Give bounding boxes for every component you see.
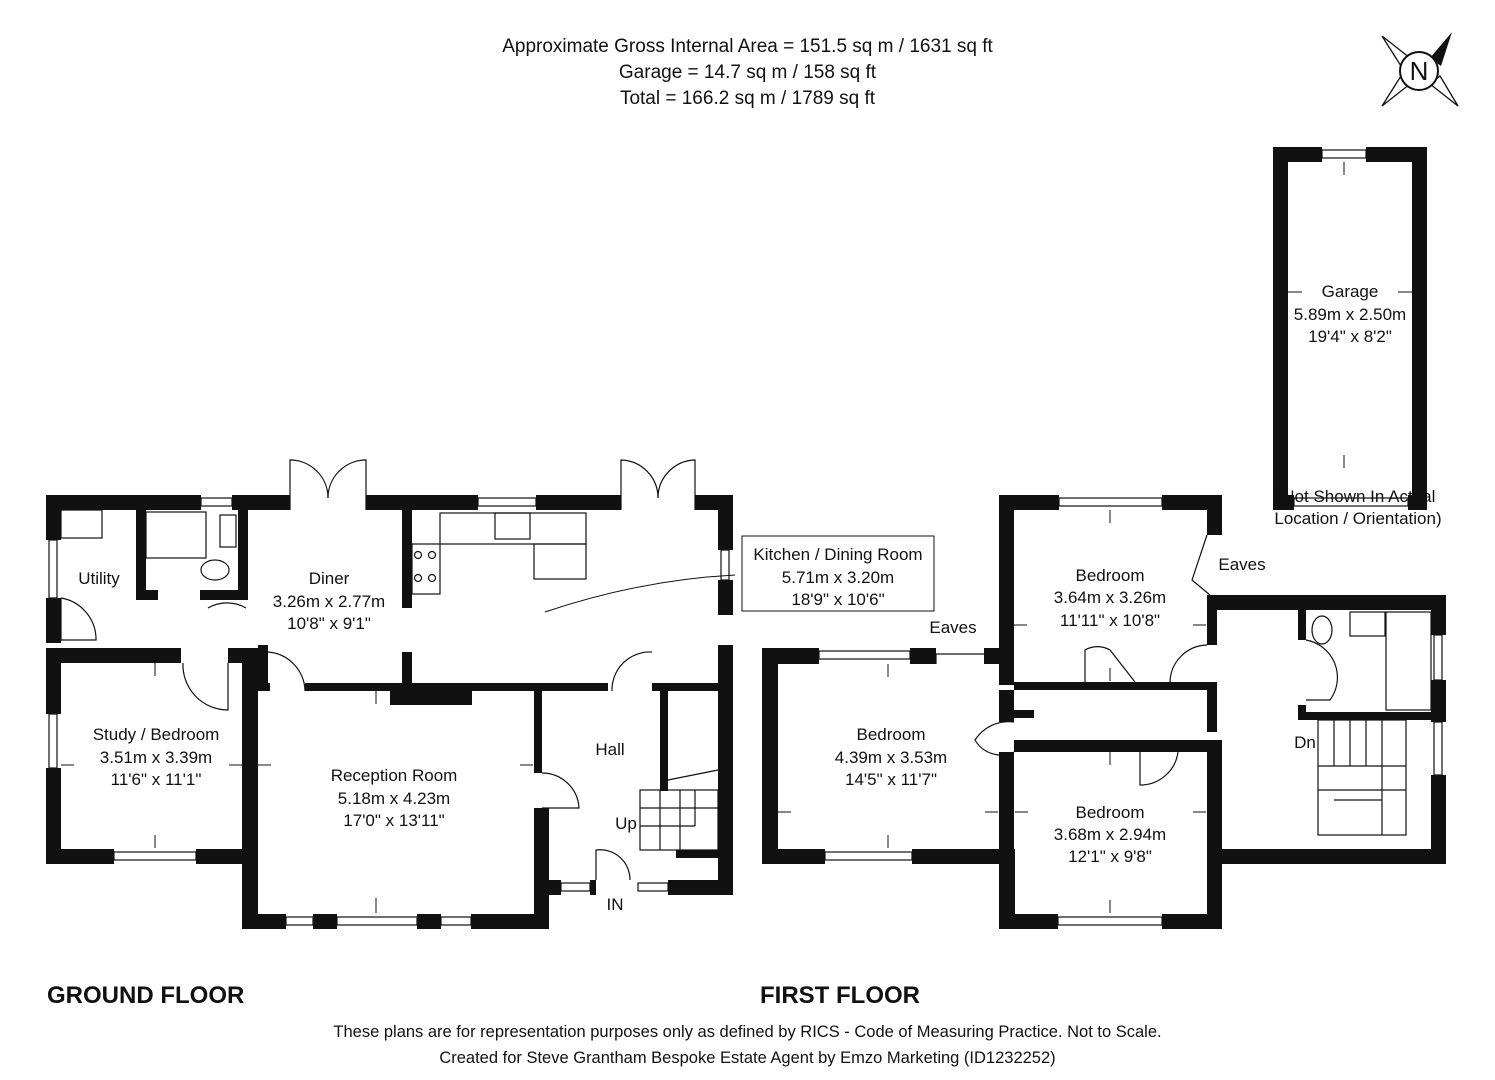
disclaimer-line2: Created for Steve Grantham Bespoke Estat… bbox=[439, 1049, 1056, 1067]
bedroom-bottom-imperial: 12'1" x 9'8" bbox=[1068, 847, 1152, 866]
garage-note-line2: Location / Orientation) bbox=[1274, 509, 1441, 528]
compass-letter: N bbox=[1410, 56, 1429, 86]
kitchen-name: Kitchen / Dining Room bbox=[753, 545, 922, 564]
room-labels: Utility Diner 3.26m x 2.77m 10'8" x 9'1"… bbox=[78, 282, 1441, 914]
bedroom-left-metric: 4.39m x 3.53m bbox=[835, 748, 947, 767]
reception-imperial: 17'0" x 13'11" bbox=[343, 811, 444, 830]
first-floor-windows bbox=[818, 497, 1443, 926]
entrance-label: IN bbox=[607, 895, 624, 914]
study-imperial: 11'6" x 11'1" bbox=[111, 770, 202, 789]
study-metric: 3.51m x 3.39m bbox=[100, 748, 212, 767]
diner-imperial: 10'8" x 9'1" bbox=[287, 614, 371, 633]
kitchen-imperial: 18'9" x 10'6" bbox=[791, 590, 884, 609]
total-area: Total = 166.2 sq m / 1789 sq ft bbox=[619, 88, 876, 109]
first-floor-walls bbox=[762, 495, 1446, 929]
disclaimer: These plans are for representation purpo… bbox=[0, 1019, 1495, 1071]
ground-floor-walls bbox=[46, 495, 733, 929]
bedroom-top-imperial: 11'11" x 10'8" bbox=[1060, 611, 1160, 630]
reception-name: Reception Room bbox=[331, 766, 458, 785]
garage-metric: 5.89m x 2.50m bbox=[1294, 305, 1406, 324]
disclaimer-line1: These plans are for representation purpo… bbox=[333, 1023, 1162, 1041]
garage-walls bbox=[1273, 147, 1427, 510]
study-name: Study / Bedroom bbox=[93, 725, 220, 744]
hall-name: Hall bbox=[595, 740, 624, 759]
utility-name: Utility bbox=[78, 569, 120, 588]
area-summary: Approximate Gross Internal Area = 151.5 … bbox=[0, 34, 1495, 112]
kitchen-label-box bbox=[741, 535, 935, 612]
first-floor-title: FIRST FLOOR bbox=[760, 982, 920, 1009]
gross-internal-area: Approximate Gross Internal Area = 151.5 … bbox=[502, 36, 993, 57]
down-label: Dn bbox=[1294, 733, 1316, 752]
garage-imperial: 19'4" x 8'2" bbox=[1308, 327, 1392, 346]
up-label: Up bbox=[615, 814, 637, 833]
garage-name: Garage bbox=[1322, 282, 1379, 301]
garage-area: Garage = 14.7 sq m / 158 sq ft bbox=[618, 62, 877, 83]
bedroom-top-metric: 3.64m x 3.26m bbox=[1054, 588, 1166, 607]
reception-metric: 5.18m x 4.23m bbox=[338, 789, 450, 808]
eaves-left-label: Eaves bbox=[929, 618, 976, 637]
bedroom-left-name: Bedroom bbox=[857, 725, 926, 744]
garage-note-line1: (Not Shown In Actual bbox=[1277, 487, 1436, 506]
eaves-right-label: Eaves bbox=[1218, 555, 1265, 574]
bedroom-top-name: Bedroom bbox=[1076, 566, 1145, 585]
ground-floor-windows bbox=[48, 497, 730, 926]
dimension-arrows bbox=[61, 162, 1412, 913]
bedroom-bottom-metric: 3.68m x 2.94m bbox=[1054, 825, 1166, 844]
diner-name: Diner bbox=[309, 569, 350, 588]
bedroom-left-imperial: 14'5" x 11'7" bbox=[845, 770, 937, 789]
kitchen-metric: 5.71m x 3.20m bbox=[782, 568, 894, 587]
bedroom-bottom-name: Bedroom bbox=[1076, 803, 1145, 822]
ground-floor-doors bbox=[60, 459, 696, 881]
ground-floor-title: GROUND FLOOR bbox=[47, 982, 245, 1009]
north-arrow-icon: N bbox=[1380, 32, 1461, 109]
first-floor-doors bbox=[935, 534, 1339, 786]
diner-metric: 3.26m x 2.77m bbox=[273, 592, 385, 611]
